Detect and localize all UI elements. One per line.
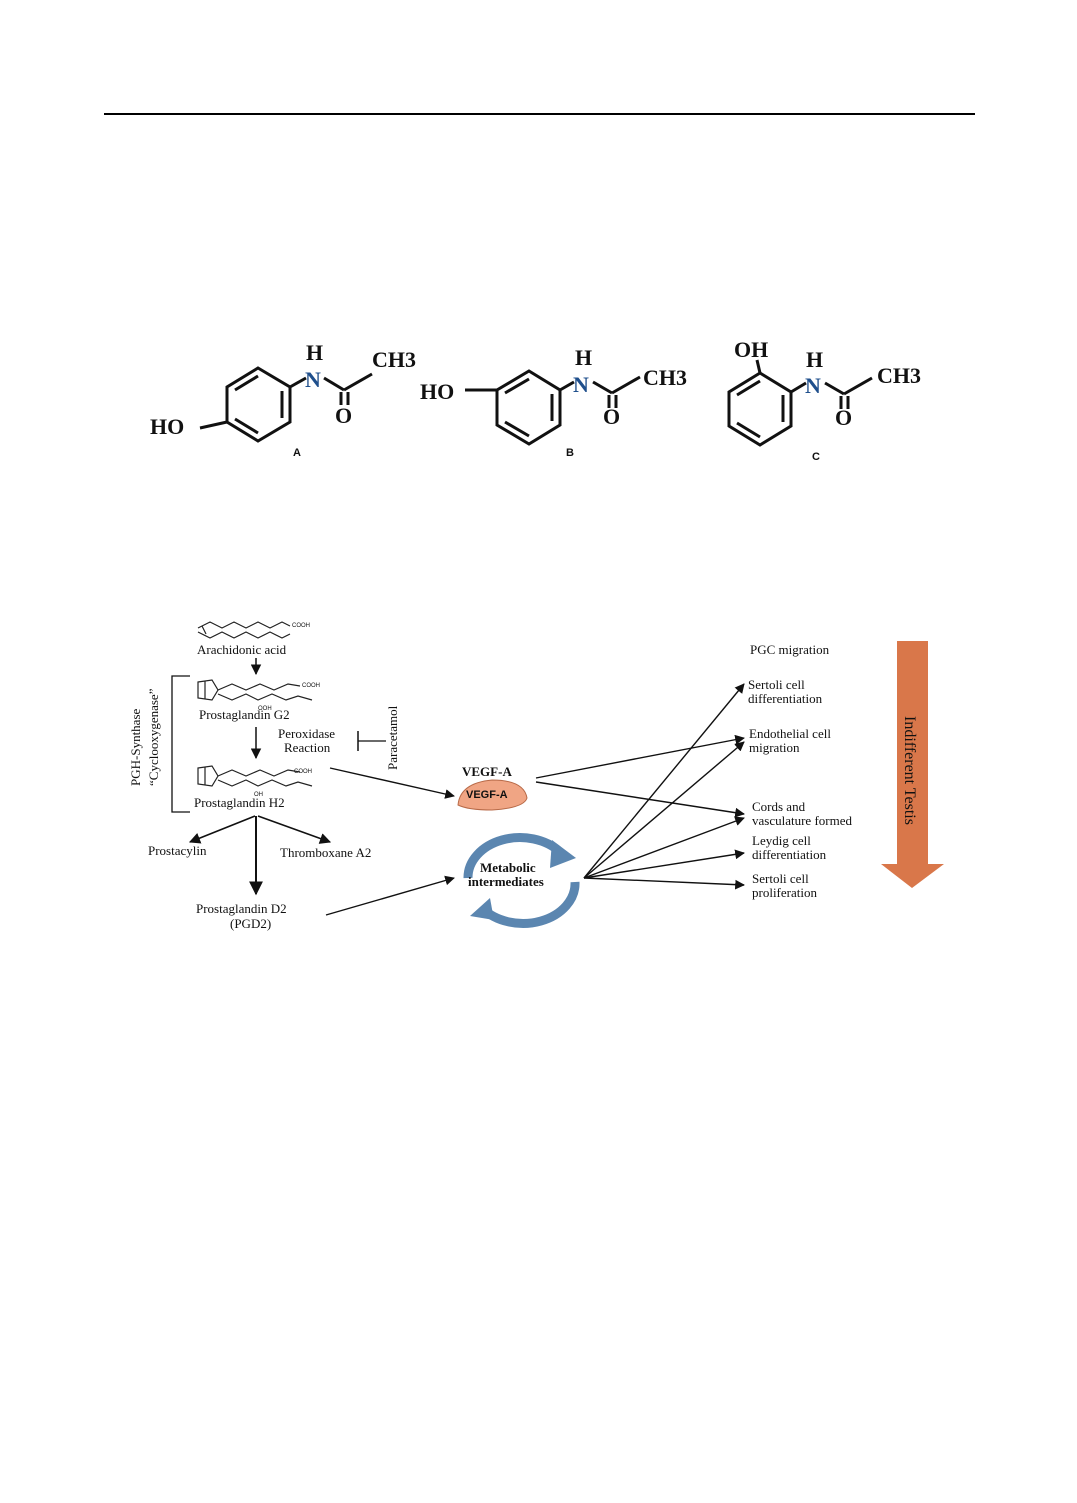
structure-a (199, 366, 373, 443)
methyl-label-b: CH3 (643, 365, 687, 390)
outcome-leydig-2: differentiation (752, 847, 827, 862)
outcome-endothelial-1: Endothelial cell (749, 726, 831, 741)
outcome-sertoli-diff-1: Sertoli cell (748, 677, 805, 692)
thromboxane-label: Thromboxane A2 (280, 845, 371, 860)
synthase-label-2: “Cyclooxygenase” (146, 688, 161, 786)
cycle-arrowhead-1 (550, 840, 576, 868)
metabolic-label-1: Metabolic (480, 860, 536, 875)
peroxidase-label-2: Reaction (284, 740, 331, 755)
vegf-badge-label: VEGF-A (466, 789, 508, 801)
outcome-cords-2: vasculature formed (752, 813, 852, 828)
oxygen-label-c: O (835, 405, 852, 430)
outcome-sertoli-prolif-1: Sertoli cell (752, 871, 809, 886)
nitrogen-label-b: N (573, 372, 589, 397)
hydrogen-label-b: H (575, 345, 592, 370)
cooh-label-3: COOH (294, 769, 312, 775)
vegf-badge-shape (457, 779, 528, 811)
pgd2-label-1: Prostaglandin D2 (196, 901, 287, 916)
oxygen-label-a: O (335, 403, 352, 428)
pgh2-structure (197, 765, 313, 787)
structure-label-a: A (293, 447, 301, 459)
cycle-arrowhead-2 (470, 898, 494, 920)
hydroxyl-label-a: HO (150, 414, 184, 439)
indifferent-testis-arrow (881, 641, 944, 888)
outcome-leydig-1: Leydig cell (752, 833, 811, 848)
prostacyclin-label: Prostacylin (148, 843, 207, 858)
oh-label: OH (254, 792, 263, 798)
hydrogen-label-c: H (806, 347, 823, 372)
indifferent-testis-label: Indifferent Testis (901, 716, 918, 825)
arachidonic-acid-structure (197, 621, 291, 639)
outcome-sertoli-prolif-2: proliferation (752, 885, 817, 900)
paracetamol-label: Paracetamol (385, 705, 400, 770)
cooh-label-1: COOH (292, 623, 310, 629)
pgg2-structure (197, 679, 313, 701)
outcome-arrows (535, 683, 745, 890)
outcome-sertoli-diff-2: differentiation (748, 691, 823, 706)
peroxidase-label-1: Peroxidase (278, 726, 335, 741)
arrow-pgh2-to-vegf (329, 767, 455, 799)
structure-label-c: C (812, 451, 820, 463)
methyl-label-a: CH3 (372, 347, 416, 372)
metabolic-label-2: intermediates (468, 874, 544, 889)
outcome-endothelial-2: migration (749, 740, 800, 755)
vegf-title: VEGF-A (462, 764, 512, 779)
cycle-arrow-icon (463, 833, 580, 928)
arrow-to-prostacyclin (188, 815, 256, 844)
methyl-label-c: CH3 (877, 363, 921, 388)
hydroxyl-label-b: HO (420, 379, 454, 404)
header-rule (104, 113, 975, 115)
nitrogen-label-c: N (805, 373, 821, 398)
hydrogen-label-a: H (306, 340, 323, 365)
pgd2-label-2: (PGD2) (230, 916, 271, 931)
pgh2-label: Prostaglandin H2 (194, 795, 285, 810)
outcome-pgc-migration: PGC migration (750, 642, 830, 657)
structure-b (465, 369, 641, 446)
oxygen-label-b: O (603, 404, 620, 429)
arachidonic-acid-label: Arachidonic acid (197, 642, 287, 657)
arrow-pgd2-to-metabolic (325, 875, 455, 916)
pgg2-label: Prostaglandin G2 (199, 707, 290, 722)
arrow-to-thromboxane (257, 815, 332, 844)
cooh-label-2: COOH (302, 683, 320, 689)
outcome-cords-1: Cords and (752, 799, 806, 814)
synthase-label-1: PGH-Synthase (128, 708, 143, 786)
structure-c (727, 359, 873, 447)
nitrogen-label-a: N (305, 367, 321, 392)
structure-label-b: B (566, 447, 574, 459)
ooh-label: OOH (258, 706, 272, 712)
hydroxyl-label-c: OH (734, 337, 768, 362)
synthase-bracket (171, 675, 190, 813)
